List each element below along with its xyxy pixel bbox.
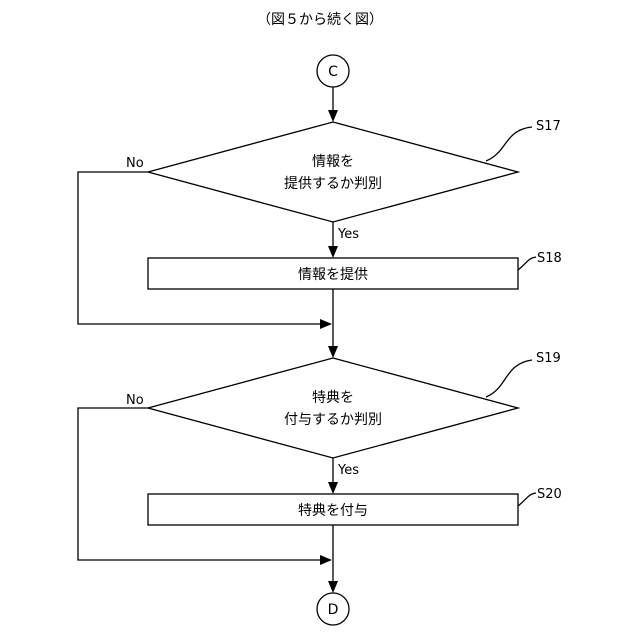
s19-yes-label: Yes <box>337 463 359 478</box>
leader-s18 <box>518 257 536 270</box>
figure-caption: （図５から続く図） <box>257 11 383 28</box>
connector-end-label: D <box>328 602 339 618</box>
step-id-s20: S20 <box>537 487 562 502</box>
arrowhead-s20-to-d <box>328 581 338 593</box>
decision-s19 <box>148 358 518 458</box>
step-id-s17: S17 <box>536 119 561 134</box>
decision-s19-line2: 付与するか判別 <box>284 412 382 428</box>
decision-s17-line2: 提供するか判別 <box>284 176 382 192</box>
arrowhead-s18-to-s19 <box>328 346 338 358</box>
s17-no-label: No <box>126 156 144 171</box>
arrowhead-s19-yes <box>328 482 338 494</box>
decision-s17-line1: 情報を <box>312 154 354 170</box>
arrowhead-s17-no <box>320 319 332 329</box>
s19-no-label: No <box>126 393 144 408</box>
process-s18-text: 情報を提供 <box>298 267 368 283</box>
decision-s17 <box>148 122 518 222</box>
process-s20-text: 特典を付与 <box>298 503 368 519</box>
arrowhead-c-to-s17 <box>328 110 338 122</box>
leader-s19 <box>486 360 532 397</box>
leader-s20 <box>518 493 536 506</box>
leader-s17 <box>486 127 532 161</box>
arrowhead-s17-yes <box>328 246 338 258</box>
step-id-s19: S19 <box>536 351 561 366</box>
arrowhead-s19-no <box>320 555 332 565</box>
step-id-s18: S18 <box>537 251 562 266</box>
connector-start-label: C <box>328 64 338 80</box>
decision-s19-line1: 特典を <box>312 390 354 406</box>
s17-yes-label: Yes <box>337 227 359 242</box>
